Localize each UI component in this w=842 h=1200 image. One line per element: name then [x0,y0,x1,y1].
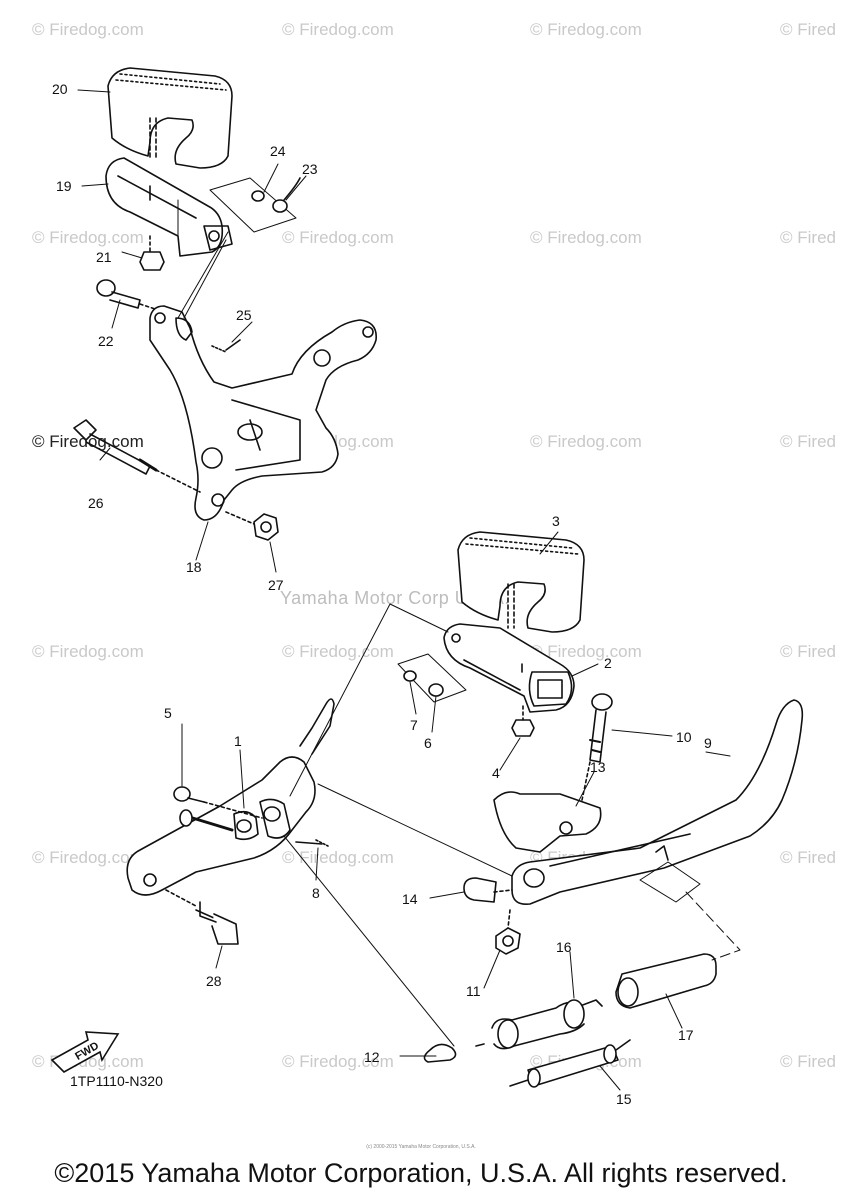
part-26-bolt [73,419,201,493]
part-labels: 20 19 24 23 21 22 25 26 18 27 3 2 7 6 4 … [52,81,712,1107]
part-15-spring [509,1039,631,1088]
watermark-r2c2: © Firedog.com [282,228,394,247]
part-label-11: 11 [466,983,481,999]
watermark-r3c1: © Firedog.com [32,432,144,451]
watermark-r6c4: © Fired [780,1052,836,1071]
part-label-14: 14 [402,891,418,907]
part-label-28: 28 [206,973,222,989]
center-watermark: Yamaha Motor Corp U.S.A. [280,588,510,608]
part-label-13: 13 [590,759,606,775]
leader-lines [77,89,731,1091]
part-label-25: 25 [236,307,252,323]
part-label-27: 27 [268,577,284,593]
part-21-nut [139,235,165,271]
part-label-17: 17 [678,1027,694,1043]
watermark-r5c1: © Firedog.com [32,848,144,867]
watermark-r4c4: © Fired [780,642,836,661]
part-16-spring [475,999,603,1050]
watermark-r1c4: © Fired [780,20,836,39]
part-4-nut [511,705,535,737]
part-27-nut [225,511,279,541]
part-17-tube [615,953,717,1009]
part-5-bolt [173,786,263,819]
diagram-code: 1TP1110-N320 [70,1073,163,1089]
watermark-r1c1: © Firedog.com [32,20,144,39]
part-1-sidestand-bracket [126,698,335,896]
part-label-12: 12 [364,1049,380,1065]
watermark-r1c2: © Firedog.com [282,20,394,39]
fwd-arrow-icon: FWD [50,1031,120,1073]
watermark-r3c3: © Firedog.com [530,432,642,451]
watermark-r2c1: © Firedog.com [32,228,144,247]
part-label-3: 3 [552,513,560,529]
part-label-24: 24 [270,143,286,159]
part-label-18: 18 [186,559,202,575]
part-label-23: 23 [302,161,318,177]
part-12-clip [423,1043,457,1063]
part-label-16: 16 [556,939,572,955]
part-10-bolt [581,693,613,801]
part-label-15: 15 [616,1091,632,1107]
part-label-1: 1 [234,733,242,749]
part-25-clip [211,339,241,353]
part-13-plate [493,791,602,853]
watermark-r2c3: © Firedog.com [530,228,642,247]
watermark-r4c3: © Firedog.com [530,642,642,661]
part-2-footrest-bracket [443,623,575,713]
part-label-7: 7 [410,717,418,733]
part-label-19: 19 [56,178,72,194]
part-3-footrest-rubber [457,531,585,633]
part-label-22: 22 [98,333,114,349]
watermark-r3c4: © Fired [780,432,836,451]
part-label-6: 6 [424,735,432,751]
part-label-9: 9 [704,735,712,751]
part-label-10: 10 [676,729,692,745]
watermark-r5c2: © Firedog.com [282,848,394,867]
part-20-footrest-rubber [107,67,233,169]
part-label-2: 2 [604,655,612,671]
part-18-footrest-bracket [149,305,377,521]
watermark-r4c2: © Firedog.com [282,642,394,661]
part-19-footrest-bracket [105,157,233,257]
part-label-21: 21 [96,249,112,265]
watermark-r1c3: © Firedog.com [530,20,642,39]
part-label-26: 26 [88,495,104,511]
watermark-r4c1: © Firedog.com [32,642,144,661]
copyright-footer: ©2015 Yamaha Motor Corporation, U.S.A. A… [54,1158,788,1188]
part-8-cotter-pin [295,839,329,847]
watermark-r6c2: © Firedog.com [282,1052,394,1071]
part-22-bolt [96,279,159,311]
part-11-nut [495,909,521,955]
assembly-lines [177,199,741,1047]
part-14-collar [463,877,513,903]
part-label-20: 20 [52,81,68,97]
tiny-copyright-line: (c) 2000-2015 Yamaha Motor Corporation, … [366,1144,476,1150]
part-9-sidestand [511,699,804,906]
part-label-8: 8 [312,885,320,901]
part-23-24-pin-washer [209,177,301,233]
watermark-r2c4: © Fired [780,228,836,247]
part-label-4: 4 [492,765,500,781]
watermark-r5c4: © Fired [780,848,836,867]
part-28-bolt [165,889,239,945]
part-label-5: 5 [164,705,172,721]
